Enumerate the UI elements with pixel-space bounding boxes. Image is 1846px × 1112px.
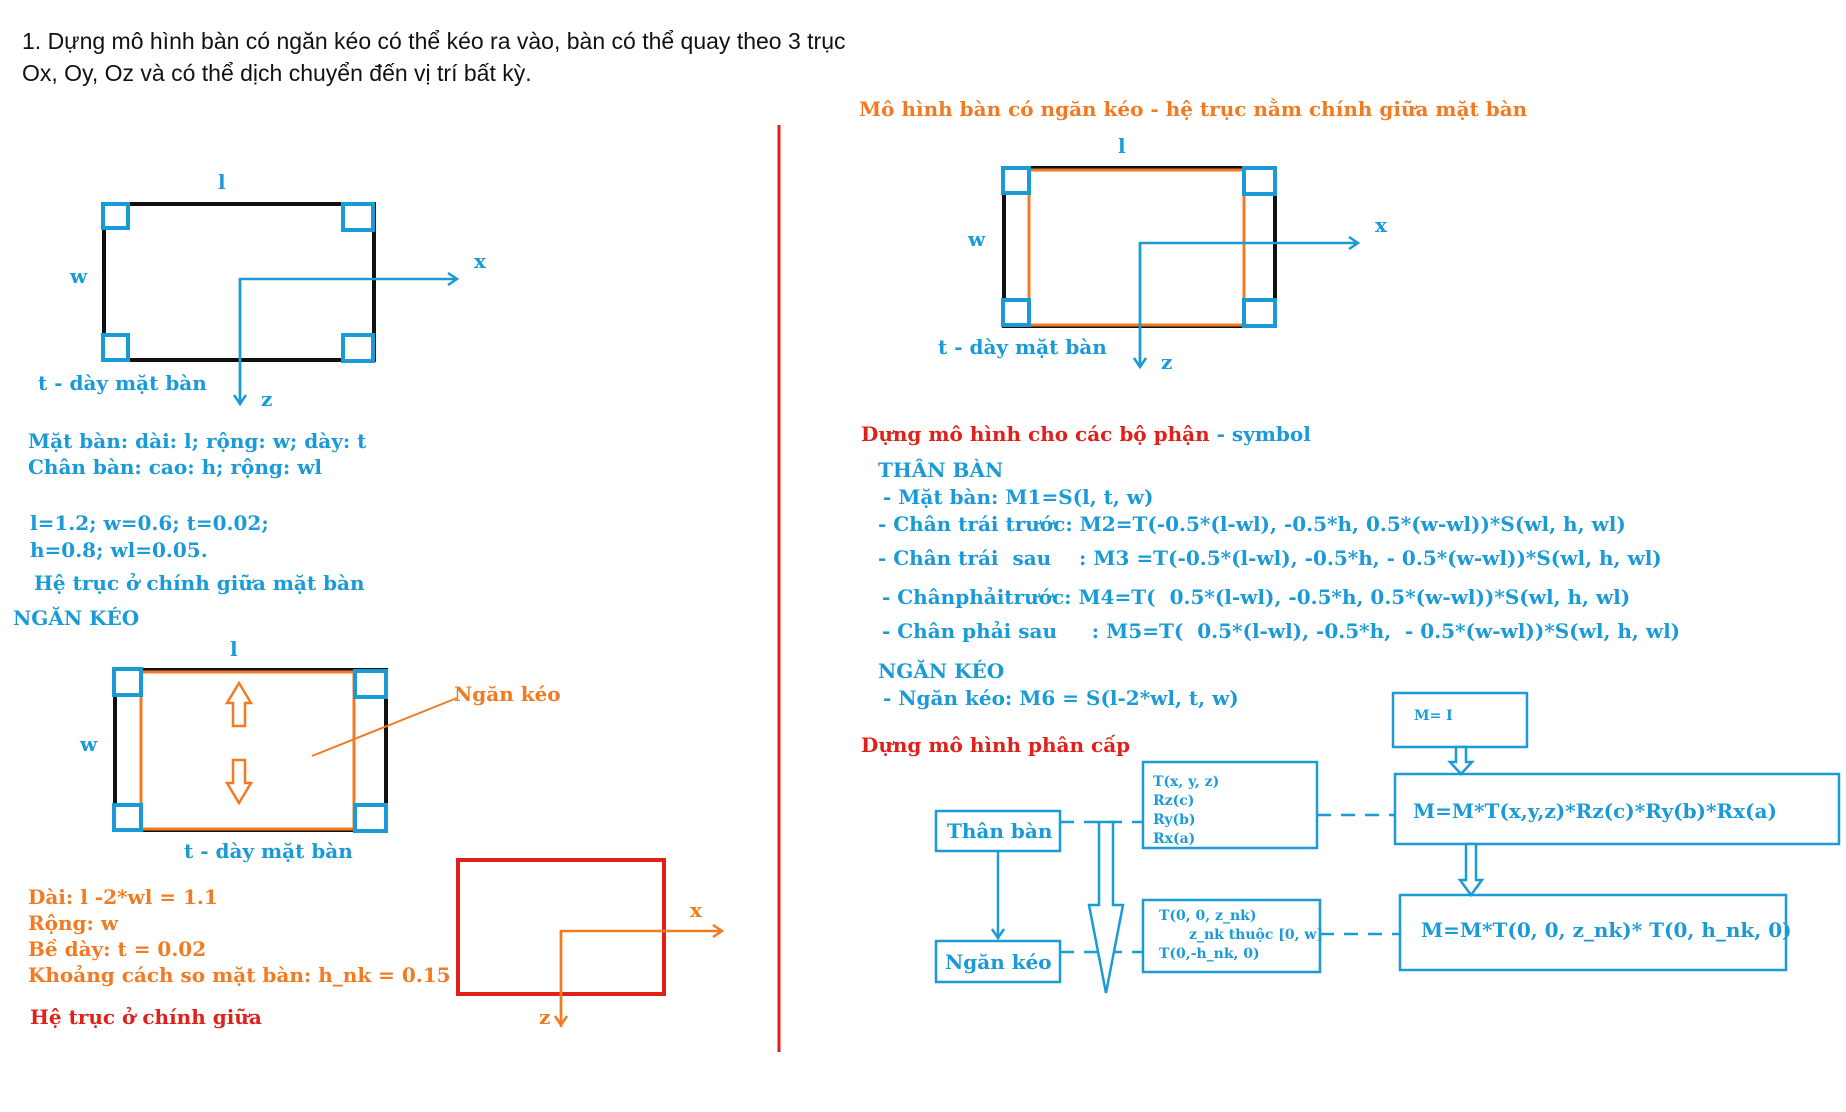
assembled-leg-4 xyxy=(1242,298,1277,328)
assembled-leg-3 xyxy=(1001,298,1031,327)
body-item-5: - Chân phải sau : M5=T( 0.5*(l-wl), -0.5… xyxy=(882,619,1680,643)
drawer-transform-2: z_nk thuộc [0, w] xyxy=(1189,927,1323,943)
body-node-label: Thân bàn xyxy=(947,819,1053,843)
leg-marker-front-right xyxy=(341,202,375,232)
leg-marker-2 xyxy=(353,669,388,699)
drawer-callout: Ngăn kéo xyxy=(454,682,561,706)
body-item-2: - Chân trái trước: M2=T(-0.5*(l-wl), -0.… xyxy=(878,512,1626,536)
drawer-spec-2: Rộng: w xyxy=(28,911,119,935)
identity-text: M= I xyxy=(1414,708,1453,724)
drawer-label-l: l xyxy=(230,637,238,661)
drawer-figure: Ngăn kéo l w t - dày mặt bàn xyxy=(79,637,561,863)
drawer-heading-right: NGĂN KÉO xyxy=(878,658,1004,683)
leg-marker-back-right xyxy=(341,333,375,363)
body-node xyxy=(934,809,1062,853)
drawer-matrix-box xyxy=(1398,893,1788,972)
drawer-up-arrow xyxy=(224,680,254,728)
spec-legs: Chân bàn: cao: h; rộng: wl xyxy=(28,455,322,479)
heading-line-2: Ox, Oy, Oz và có thể dịch chuyển đến vị … xyxy=(22,60,532,86)
parts-title-suffix: - symbol xyxy=(1210,422,1312,446)
drawer-down-arrow xyxy=(224,758,254,806)
values-line-1: l=1.2; w=0.6; t=0.02; xyxy=(30,511,269,535)
drawer-transform-3: T(0,-h_nk, 0) xyxy=(1159,946,1260,962)
body-item-1: - Mặt bàn: M1=S(l, t, w) xyxy=(883,485,1153,509)
drawer-outline xyxy=(139,670,356,831)
body-transform-4: Rx(a) xyxy=(1153,831,1195,847)
drawer-matrix-text: M=M*T(0, 0, z_nk)* T(0, h_nk, 0) xyxy=(1421,918,1792,942)
assembled-drawer-outline xyxy=(1027,168,1246,327)
drawer-spec-4: Khoảng cách so mặt bàn: h_nk = 0.15 xyxy=(28,963,451,987)
table-top-figure: l w x z t - dày mặt bàn xyxy=(38,170,487,411)
drawer-heading-left: NGĂN KÉO xyxy=(13,605,139,630)
values-line-2: h=0.8; wl=0.05. xyxy=(30,538,208,562)
assembled-figure: l w x z t - dày mặt bàn xyxy=(938,134,1388,374)
hierarchy-diagram: M= I Thân bàn Ngăn kéo T(x, y, z) Rz(c) … xyxy=(934,691,1841,994)
body-matrix-box xyxy=(1393,772,1841,846)
leg-marker-back-left xyxy=(101,333,130,362)
assembled-leg-2 xyxy=(1242,166,1277,196)
axis-note: Hệ trục ở chính giữa mặt bàn xyxy=(34,571,365,595)
thickness-label: t - dày mặt bàn xyxy=(38,371,207,395)
leg-marker-4 xyxy=(353,803,388,833)
parts-title-main: Dựng mô hình cho các bộ phận xyxy=(861,422,1210,446)
right-figure-title: Mô hình bàn có ngăn kéo - hệ trục nằm ch… xyxy=(859,97,1528,121)
assembled-leg-1 xyxy=(1001,166,1031,195)
drawer-thickness-label: t - dày mặt bàn xyxy=(184,839,353,863)
assembled-thickness-label: t - dày mặt bàn xyxy=(938,335,1107,359)
drawer-axis-label-x: x xyxy=(690,898,703,922)
drawer-callout-line xyxy=(311,697,458,757)
hollow-arrow-long xyxy=(1087,820,1125,994)
assembled-label-x: x xyxy=(1375,213,1388,237)
drawer-axis-figure: x z xyxy=(456,858,722,1029)
spec-table-top: Mặt bàn: dài: l; rộng: w; dày: t xyxy=(28,429,367,453)
leg-marker-3 xyxy=(112,803,143,832)
body-item-4: - Chânphảitrước: M4=T( 0.5*(l-wl), -0.5*… xyxy=(882,585,1630,609)
leg-marker-front-left xyxy=(101,202,130,230)
body-transform-2: Rz(c) xyxy=(1153,793,1194,809)
body-heading: THÂN BÀN xyxy=(878,458,1003,482)
hollow-arrow-identity xyxy=(1447,745,1475,776)
body-transform-3: Ry(b) xyxy=(1153,812,1196,828)
parts-title: Dựng mô hình cho các bộ phận - symbol xyxy=(861,422,1311,446)
drawer-label-w: w xyxy=(79,732,98,756)
drawer-node xyxy=(934,939,1062,984)
drawer-spec-3: Bề dày: t = 0.02 xyxy=(28,937,206,961)
drawer-axis-label-z: z xyxy=(539,1005,550,1029)
body-transforms-box xyxy=(1141,760,1319,850)
assembled-label-w: w xyxy=(967,227,986,251)
label-x: x xyxy=(474,249,487,273)
drawer-x-axis-arrow xyxy=(559,931,722,1027)
leg-marker-1 xyxy=(112,667,143,697)
drawer-node-label: Ngăn kéo xyxy=(945,950,1052,974)
body-item-3: - Chân trái sau : M3 =T(-0.5*(l-wl), -0.… xyxy=(878,546,1662,570)
drawer-transform-1: T(0, 0, z_nk) xyxy=(1159,908,1256,924)
body-matrix-text: M=M*T(x,y,z)*Rz(c)*Ry(b)*Rx(a) xyxy=(1413,799,1777,823)
body-transform-1: T(x, y, z) xyxy=(1153,774,1219,790)
hollow-arrow-matrix xyxy=(1457,842,1485,898)
assembled-label-l: l xyxy=(1118,134,1126,158)
label-z: z xyxy=(261,387,272,411)
assembled-label-z: z xyxy=(1161,350,1172,374)
drawer-transforms-box xyxy=(1141,898,1322,974)
label-w: w xyxy=(69,264,88,288)
hierarchy-title: Dựng mô hình phân cấp xyxy=(861,733,1130,757)
drawer-axis-note: Hệ trục ở chính giữa xyxy=(30,1005,262,1029)
drawer-table-outline xyxy=(113,668,388,832)
drawer-spec-1: Dài: l -2*wl = 1.1 xyxy=(28,885,218,909)
label-l: l xyxy=(218,170,226,194)
heading-line-1: 1. Dựng mô hình bàn có ngăn kéo có thể k… xyxy=(22,28,846,54)
drawer-item: - Ngăn kéo: M6 = S(l-2*wl, t, w) xyxy=(883,686,1239,710)
